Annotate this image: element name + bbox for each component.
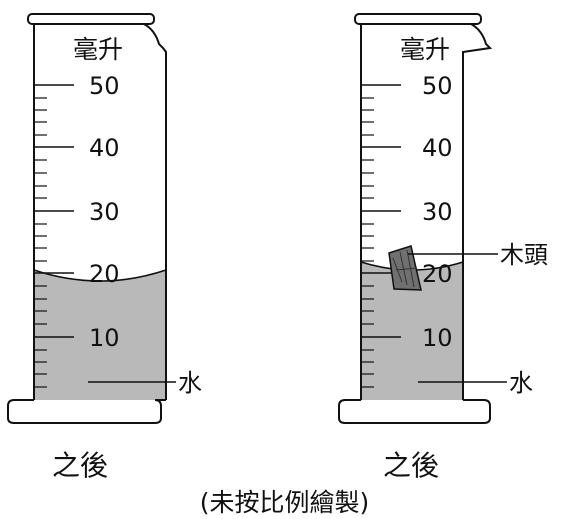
right-tick-20: 20 xyxy=(422,260,453,288)
right-cylinder-base xyxy=(338,399,491,424)
left-tick-10: 10 xyxy=(89,324,120,352)
left-water xyxy=(34,270,166,400)
right-tick-50: 50 xyxy=(422,72,453,100)
right-tick-30: 30 xyxy=(422,198,453,226)
wood-block xyxy=(388,245,422,291)
left-cylinder-lip xyxy=(27,13,155,25)
right-tick-10: 10 xyxy=(422,324,453,352)
left-tick-40: 40 xyxy=(89,134,120,162)
right-cylinder-lip xyxy=(354,13,482,25)
left-tick-30: 30 xyxy=(89,198,120,226)
left-cylinder: 毫升 50 40 30 20 10 水 xyxy=(7,13,202,424)
left-tick-20: 20 xyxy=(89,260,120,288)
left-tick-labels: 毫升 50 40 30 20 10 xyxy=(73,35,123,352)
right-water-label: 水 xyxy=(509,369,533,397)
left-unit-label: 毫升 xyxy=(73,35,123,64)
left-tick-50: 50 xyxy=(89,72,120,100)
right-cylinder: 毫升 50 40 30 20 10 木頭 水 xyxy=(338,13,548,424)
right-unit-label: 毫升 xyxy=(400,35,450,64)
left-cylinder-base xyxy=(7,399,166,424)
left-water-label: 水 xyxy=(178,369,202,397)
left-caption: 之後 xyxy=(52,449,109,482)
right-water xyxy=(361,262,463,400)
footnote: (未按比例繪製) xyxy=(199,488,370,517)
right-tick-40: 40 xyxy=(422,134,453,162)
wood-label: 木頭 xyxy=(500,241,548,269)
right-tick-labels: 毫升 50 40 30 20 10 xyxy=(400,35,453,352)
right-caption: 之後 xyxy=(383,449,440,482)
